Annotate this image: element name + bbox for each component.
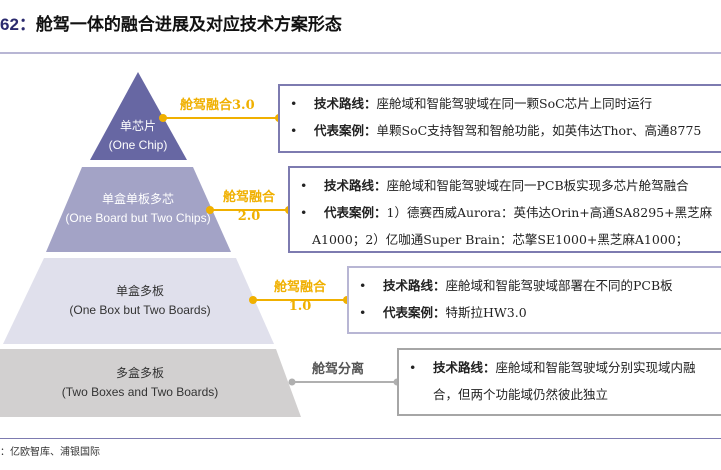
layer-4-shape (0, 349, 301, 417)
layer-1-label: 单芯片(One Chip) (108, 119, 168, 152)
layer-3-shape (3, 258, 274, 344)
layer-1-shape (90, 72, 187, 160)
box-two-boxes: •技术路线：座舱域和智能驾驶域分别实现域内融 合，但两个功能域仍然彼此独立 (397, 348, 721, 416)
pyramid (0, 72, 401, 417)
title-rule (0, 52, 721, 54)
source-note: ：亿欧智库、浦银国际 (0, 447, 100, 458)
box-one-box: •技术路线：座舱域和智能驾驶域部署在不同的PCB板 •代表案例：特斯拉HW3.0 (347, 266, 721, 334)
layer-4-label: 多盒多板(Two Boxes and Two Boards) (61, 366, 219, 399)
footer-rule (0, 438, 721, 439)
stage-3-label: 舱驾融合3.0 (180, 98, 255, 113)
box-one-chip: •技术路线：座舱域和智能驾驶域在同一颗SoC芯片上同时运行 •代表案例：单颗So… (278, 84, 721, 153)
layer-2-label: 单盒单板多芯(One Board but Two Chips) (65, 192, 211, 225)
layer-2-shape (46, 167, 231, 252)
layer-3-label: 单盒多板(One Box but Two Boards) (69, 284, 211, 317)
box-one-board: •技术路线：座舱域和智能驾驶域在同一PCB板实现多芯片舱驾融合 •代表案例：1）… (288, 166, 721, 253)
stage-0-label: 舱驾分离 (312, 362, 365, 377)
figure-title: 62：舱驾一体的融合进展及对应技术方案形态 (0, 15, 342, 35)
